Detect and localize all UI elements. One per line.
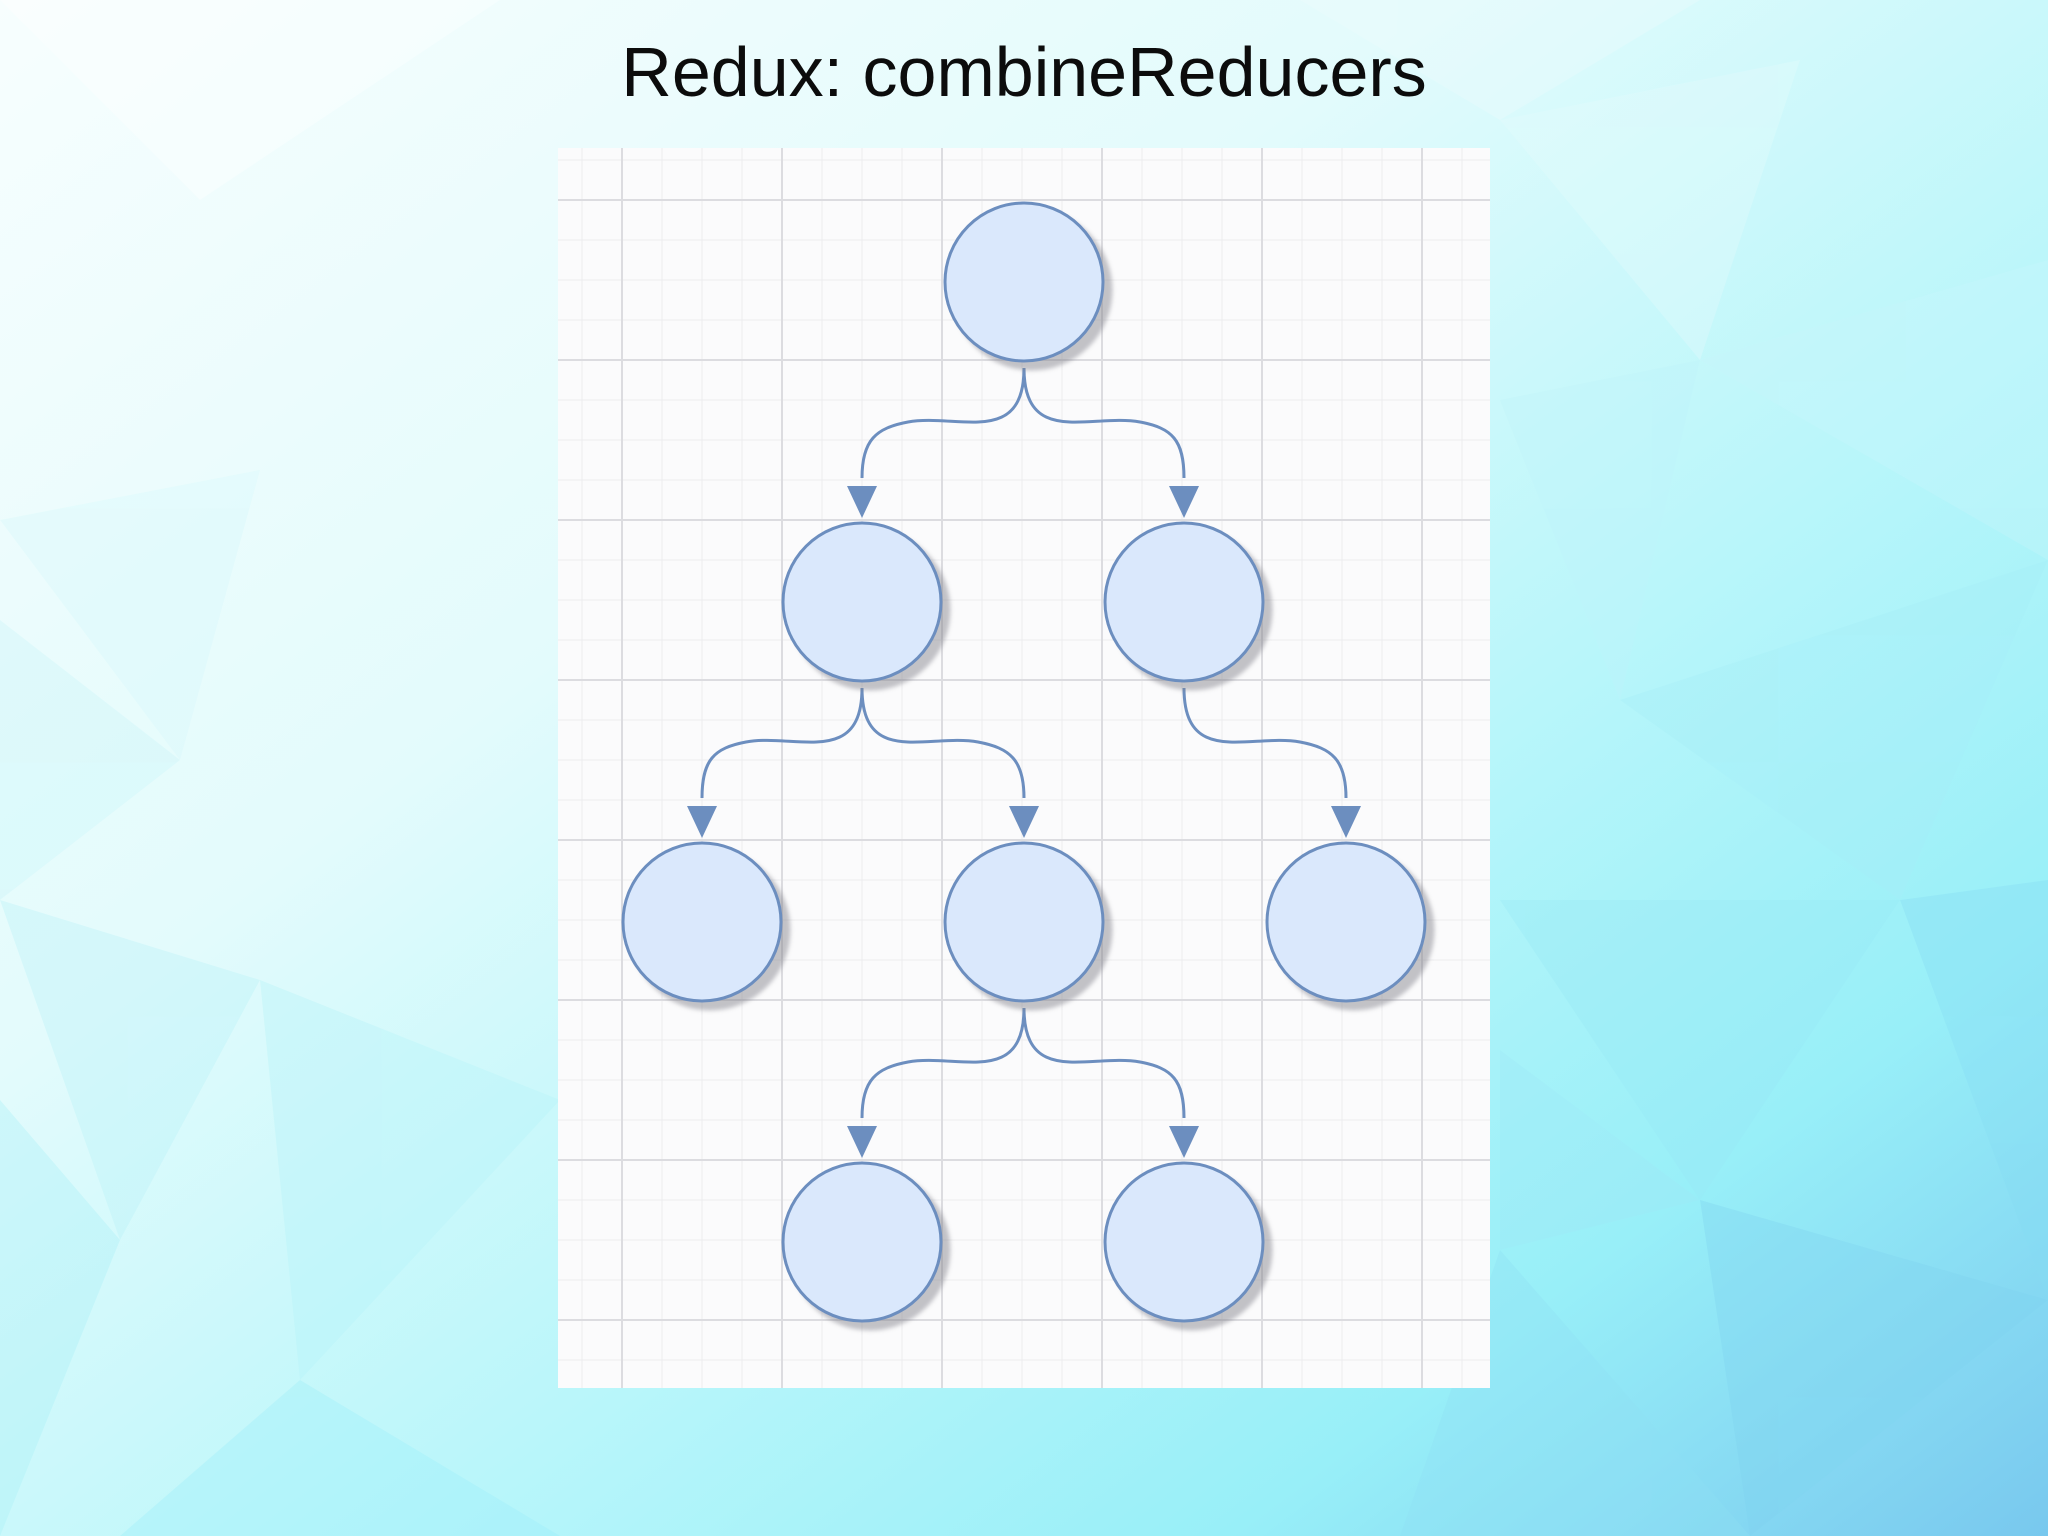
reducer-tree-diagram xyxy=(558,148,1490,1388)
slide-title: Redux: combineReducers xyxy=(621,33,1427,111)
node-root xyxy=(943,201,1105,363)
edge-right-to-right-right xyxy=(1182,687,1361,838)
edge-left-to-left-left xyxy=(687,687,864,838)
node-left xyxy=(781,521,943,683)
node-left-right-right xyxy=(1103,1161,1265,1323)
node-right xyxy=(1103,521,1265,683)
edge-left-right-to-left-right-right xyxy=(1022,1007,1199,1158)
edge-left-to-left-right xyxy=(860,687,1039,838)
node-left-left xyxy=(621,841,783,1003)
edge-left-right-to-left-right-left xyxy=(847,1007,1026,1158)
node-left-right-left xyxy=(781,1161,943,1323)
edge-root-to-left xyxy=(847,367,1026,518)
edge-root-to-right xyxy=(1022,367,1199,518)
node-right-right xyxy=(1265,841,1427,1003)
node-left-right xyxy=(943,841,1105,1003)
